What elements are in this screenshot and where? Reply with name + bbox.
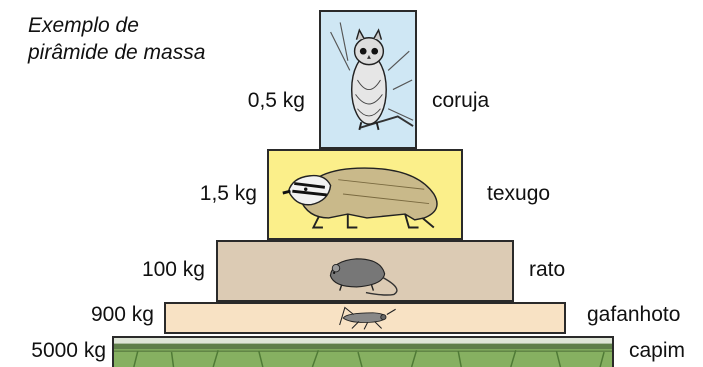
level-coruja [319,10,417,149]
label-texugo: texugo [487,181,550,207]
mass-texugo: 1,5 kg [200,181,257,207]
mass-capim: 5000 kg [31,338,106,364]
label-rato: rato [529,257,565,283]
rat-icon [218,242,512,300]
mass-coruja: 0,5 kg [248,88,305,114]
owl-icon [321,12,415,147]
label-gafanhoto: gafanhoto [587,302,680,328]
level-texugo [267,149,463,240]
level-rato [216,240,514,302]
mass-rato: 100 kg [142,257,205,283]
label-capim: capim [629,338,685,364]
pyramid-title: Exemplo de pirâmide de massa [28,12,205,66]
title-line-2: pirâmide de massa [28,39,205,66]
level-gafanhoto [164,302,566,334]
grass-icon [114,338,612,367]
title-line-1: Exemplo de [28,12,205,39]
grasshopper-icon [166,304,564,332]
badger-icon [269,151,461,238]
mass-gafanhoto: 900 kg [91,302,154,328]
label-coruja: coruja [432,88,489,114]
level-capim [112,336,614,367]
